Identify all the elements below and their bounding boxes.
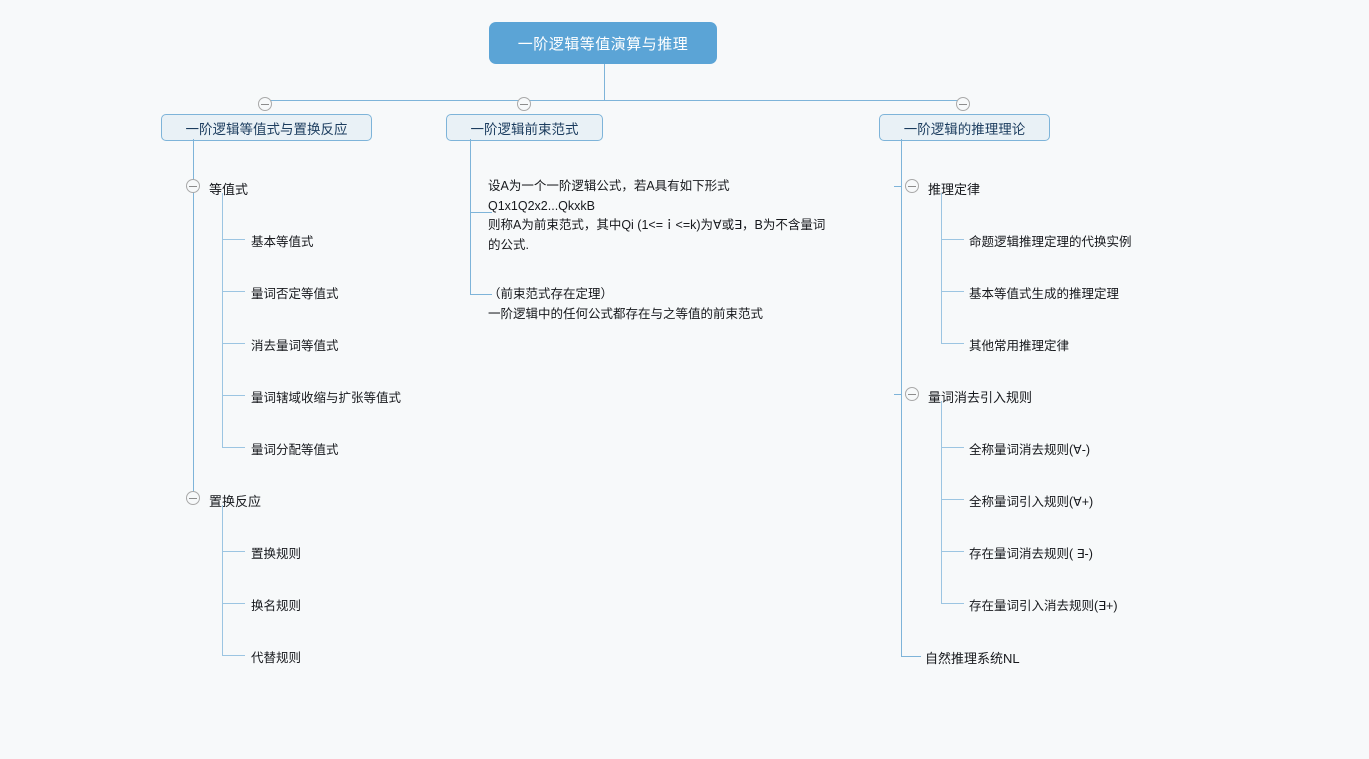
connector-equivalence-c3 bbox=[222, 343, 245, 344]
collapse-minus-icon-branch-3[interactable] bbox=[956, 97, 970, 111]
branch-node-1[interactable]: 一阶逻辑等值式与置换反应 bbox=[161, 114, 372, 141]
connector-branch-3-stub-a bbox=[894, 186, 901, 187]
leaf-label[interactable]: 其他常用推理定律 bbox=[969, 339, 1070, 353]
connector-branch-2-spine bbox=[470, 139, 471, 294]
node-label-natural-deduction[interactable]: 自然推理系统NL bbox=[925, 651, 1020, 666]
node-label-replacement[interactable]: 置换反应 bbox=[209, 494, 262, 509]
connector-quantifier-rules-c1 bbox=[941, 447, 964, 448]
leaf-label[interactable]: 基本等值式生成的推理定理 bbox=[969, 287, 1120, 301]
leaf-label[interactable]: 量词分配等值式 bbox=[251, 443, 339, 457]
leaf-label[interactable]: 存在量词引入消去规则(∃+) bbox=[969, 599, 1118, 613]
connector-branch-3-spine bbox=[901, 139, 902, 657]
leaf-label[interactable]: 全称量词消去规则(∀-) bbox=[969, 443, 1091, 457]
connector-root-bar bbox=[265, 100, 964, 101]
connector-inference-laws-spine bbox=[941, 193, 942, 343]
node-label-equivalence[interactable]: 等值式 bbox=[209, 182, 249, 197]
leaf-label[interactable]: 命题逻辑推理定理的代换实例 bbox=[969, 235, 1132, 249]
connector-inference-laws-c3 bbox=[941, 343, 964, 344]
collapse-minus-icon-equivalence[interactable] bbox=[186, 179, 200, 193]
connector-inference-laws-c2 bbox=[941, 291, 964, 292]
connector-equivalence-c4 bbox=[222, 395, 245, 396]
node-label-quantifier-rules[interactable]: 量词消去引入规则 bbox=[928, 390, 1033, 405]
connector-equivalence-c2 bbox=[222, 291, 245, 292]
leaf-label[interactable]: 换名规则 bbox=[251, 599, 302, 613]
collapse-minus-icon-inference-laws[interactable] bbox=[905, 179, 919, 193]
connector-equivalence-spine bbox=[222, 193, 223, 447]
collapse-minus-icon-branch-1[interactable] bbox=[258, 97, 272, 111]
connector-branch-2-c1 bbox=[470, 212, 492, 213]
leaf-label[interactable]: 量词否定等值式 bbox=[251, 287, 339, 301]
connector-replacement-c1 bbox=[222, 551, 245, 552]
connector-branch-1-spine bbox=[193, 139, 194, 498]
connector-replacement-c3 bbox=[222, 655, 245, 656]
connector-quantifier-rules-c4 bbox=[941, 603, 964, 604]
leaf-label[interactable]: 存在量词消去规则( ∃-) bbox=[969, 547, 1093, 561]
node-label-inference-laws[interactable]: 推理定律 bbox=[928, 182, 981, 197]
collapse-minus-icon-branch-2[interactable] bbox=[517, 97, 531, 111]
paragraph-prenex-theorem[interactable]: （前束范式存在定理） 一阶逻辑中的任何公式都存在与之等值的前束范式 bbox=[488, 287, 764, 321]
collapse-minus-icon-replacement[interactable] bbox=[186, 491, 200, 505]
leaf-label[interactable]: 全称量词引入规则(∀+) bbox=[969, 495, 1094, 509]
branch-node-3[interactable]: 一阶逻辑的推理理论 bbox=[879, 114, 1050, 141]
branch-node-2[interactable]: 一阶逻辑前束范式 bbox=[446, 114, 603, 141]
paragraph-prenex-definition[interactable]: 设A为一个一阶逻辑公式，若A具有如下形式 Q1x1Q2x2...QkxkB 则称… bbox=[488, 179, 826, 252]
connector-quantifier-rules-spine bbox=[941, 401, 942, 603]
connector-root-stem bbox=[604, 64, 605, 100]
leaf-label[interactable]: 基本等值式 bbox=[251, 235, 314, 249]
leaf-label[interactable]: 代替规则 bbox=[251, 651, 302, 665]
leaf-label[interactable]: 量词辖域收缩与扩张等值式 bbox=[251, 391, 402, 405]
connector-replacement-c2 bbox=[222, 603, 245, 604]
collapse-minus-icon-quantifier-rules[interactable] bbox=[905, 387, 919, 401]
leaf-label[interactable]: 置换规则 bbox=[251, 547, 302, 561]
connector-branch-3-stub-c bbox=[901, 656, 921, 657]
connector-branch-2-c2 bbox=[470, 294, 492, 295]
connector-quantifier-rules-c2 bbox=[941, 499, 964, 500]
root-node[interactable]: 一阶逻辑等值演算与推理 bbox=[489, 22, 717, 64]
connector-replacement-spine bbox=[222, 505, 223, 655]
connector-equivalence-c5 bbox=[222, 447, 245, 448]
connector-inference-laws-c1 bbox=[941, 239, 964, 240]
connector-branch-3-stub-b bbox=[894, 394, 901, 395]
connector-quantifier-rules-c3 bbox=[941, 551, 964, 552]
connector-equivalence-c1 bbox=[222, 239, 245, 240]
leaf-label[interactable]: 消去量词等值式 bbox=[251, 339, 339, 353]
